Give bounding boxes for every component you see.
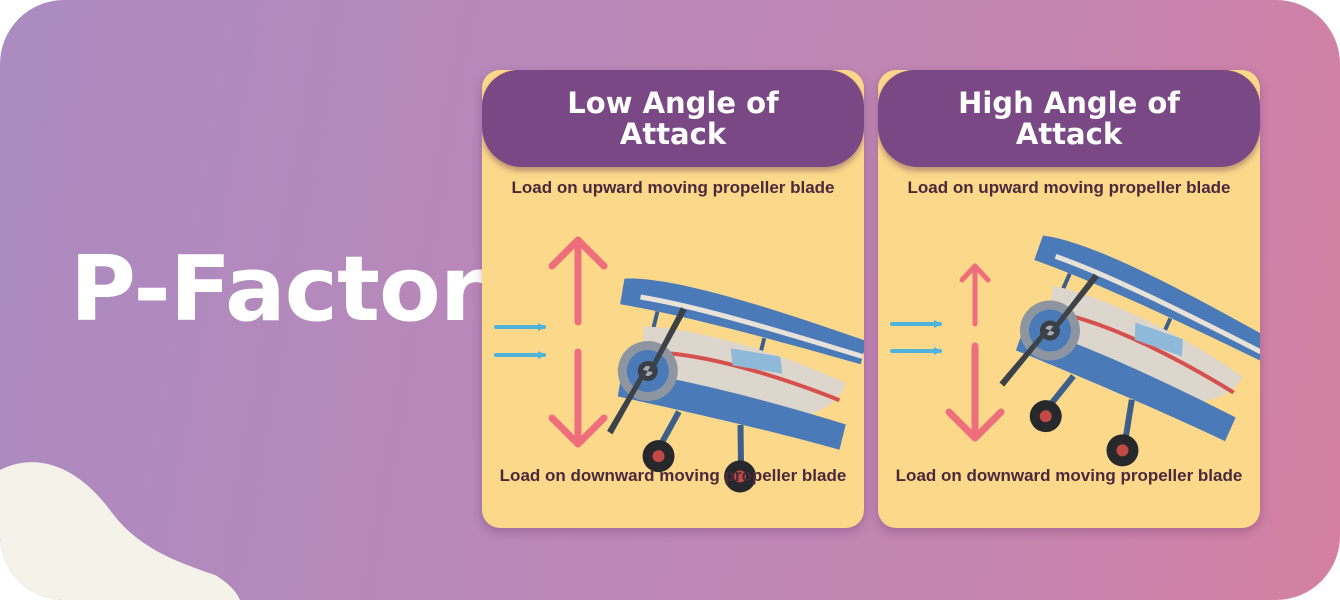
- panel-title: Low Angle of Attack: [567, 85, 779, 151]
- upward-load-caption: Load on upward moving propeller blade: [511, 178, 835, 197]
- panel-illustration: [890, 235, 1260, 467]
- load-down-arrow-icon: [548, 348, 608, 448]
- airflow-arrow-icon: [494, 323, 546, 359]
- airflow-arrow-icon: [890, 320, 942, 355]
- downward-load-caption: Load on downward moving propeller blade: [499, 466, 847, 485]
- panel-illustration: [494, 236, 864, 493]
- panel-title: High Angle of Attack: [958, 85, 1180, 151]
- main-title: P-Factor: [70, 237, 484, 342]
- biplane-icon: [607, 278, 864, 493]
- panel-header: Low Angle of Attack: [482, 70, 864, 167]
- panel-header: High Angle of Attack: [878, 70, 1260, 167]
- panel-low-angle: Low Angle of Attack Load on upward movin…: [482, 70, 864, 528]
- load-up-arrow-icon: [548, 236, 608, 326]
- upward-load-caption: Load on upward moving propeller blade: [907, 178, 1231, 197]
- load-up-arrow-icon: [959, 263, 991, 327]
- load-down-arrow-icon: [945, 342, 1005, 442]
- downward-load-caption: Load on downward moving propeller blade: [895, 466, 1243, 485]
- panel-high-angle: High Angle of Attack Load on upward movi…: [878, 70, 1260, 528]
- biplane-icon: [999, 235, 1260, 467]
